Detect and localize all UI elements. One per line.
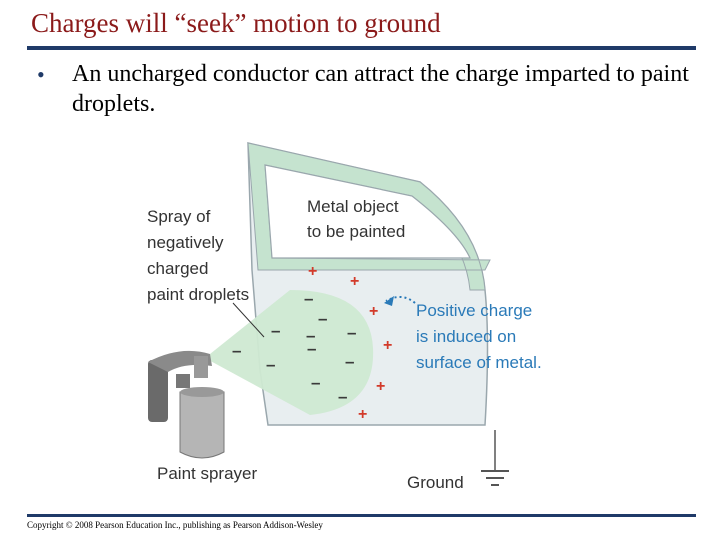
spray-label-leader bbox=[232, 302, 265, 338]
spray-label-line: Spray of bbox=[147, 207, 211, 226]
minus-sign: – bbox=[311, 373, 320, 392]
minus-sign: – bbox=[307, 339, 316, 358]
induced-charge-arrow bbox=[385, 296, 416, 304]
copyright-notice: Copyright © 2008 Pearson Education Inc.,… bbox=[27, 520, 323, 530]
bullet-marker: • bbox=[37, 62, 45, 87]
plus-sign: + bbox=[383, 337, 392, 354]
plus-sign: + bbox=[369, 303, 378, 320]
positive-charges: + + + + + + bbox=[308, 263, 392, 423]
spray-label: Spray of negatively charged paint drople… bbox=[147, 207, 249, 304]
metal-label-line: to be painted bbox=[307, 222, 405, 241]
metal-label-line: Metal object bbox=[307, 197, 399, 216]
minus-sign: – bbox=[338, 387, 347, 406]
minus-sign: – bbox=[232, 341, 241, 360]
paint-spray-cone bbox=[205, 290, 374, 415]
slide-title: Charges will “seek” motion to ground bbox=[31, 8, 441, 38]
spray-label-line: negatively bbox=[147, 233, 224, 252]
positive-label-line: Positive charge bbox=[416, 301, 532, 320]
minus-sign: – bbox=[306, 326, 315, 345]
metal-object-label: Metal object to be painted bbox=[307, 197, 405, 241]
minus-sign: – bbox=[345, 352, 354, 371]
plus-sign: + bbox=[350, 273, 359, 290]
minus-sign: – bbox=[318, 309, 327, 328]
plus-sign: + bbox=[358, 406, 367, 423]
plus-sign: + bbox=[308, 263, 317, 280]
positive-label-line: surface of metal. bbox=[416, 353, 542, 372]
minus-sign: – bbox=[271, 321, 280, 340]
title-divider bbox=[27, 46, 696, 50]
minus-sign: – bbox=[266, 355, 275, 374]
bullet-text: An uncharged conductor can attract the c… bbox=[72, 61, 689, 117]
door-window bbox=[264, 164, 471, 259]
positive-label-line: is induced on bbox=[416, 327, 516, 346]
minus-sign: – bbox=[304, 289, 313, 308]
paint-sprayer-label: Paint sprayer bbox=[157, 464, 257, 483]
charging-diagram: – – – – – – – – – – – + + + + + + Spray bbox=[147, 142, 542, 492]
minus-sign: – bbox=[347, 323, 356, 342]
footer-divider bbox=[27, 514, 696, 517]
plus-sign: + bbox=[376, 378, 385, 395]
negative-droplets: – – – – – – – – – – – bbox=[232, 289, 356, 406]
spray-label-line: charged bbox=[147, 259, 208, 278]
positive-charge-label: Positive charge is induced on surface of… bbox=[416, 301, 542, 372]
arrowhead bbox=[384, 296, 394, 306]
spray-label-line: paint droplets bbox=[147, 285, 249, 304]
paint-sprayer bbox=[148, 350, 225, 459]
ground-label: Ground bbox=[407, 473, 464, 492]
